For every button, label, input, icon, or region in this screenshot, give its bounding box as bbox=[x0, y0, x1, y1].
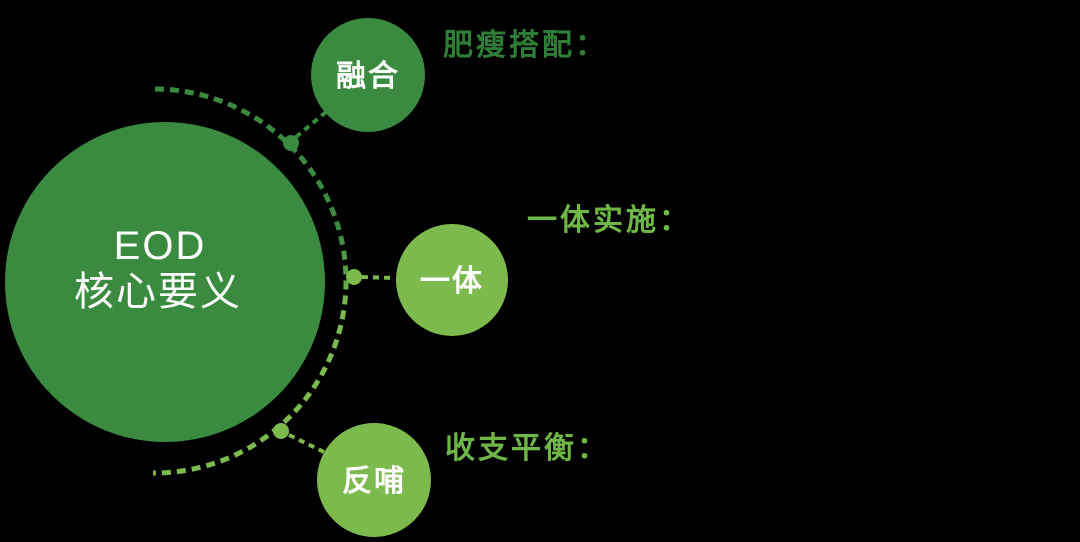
branch-circle-3-label: 反哺 bbox=[342, 465, 406, 498]
side-label-1: 肥瘦搭配： bbox=[443, 28, 608, 62]
branch-circle-2 bbox=[396, 224, 508, 336]
arc-node-dot-3 bbox=[273, 423, 289, 439]
branch-circle-2-label: 一体 bbox=[420, 265, 484, 298]
main-circle-title-line1: EOD bbox=[114, 224, 207, 268]
orbit-arc bbox=[152, 86, 349, 476]
branch-circle-1 bbox=[311, 18, 425, 132]
arc-node-dot-1 bbox=[283, 135, 299, 151]
connector-branch-3 bbox=[288, 433, 325, 454]
branch-circle-3 bbox=[317, 423, 431, 537]
side-label-3: 收支平衡： bbox=[445, 432, 610, 465]
side-label-2: 一体实施： bbox=[527, 203, 692, 237]
branch-circle-1-label: 融合 bbox=[336, 59, 400, 93]
connector-branch-2 bbox=[361, 275, 395, 280]
main-circle-title-line2: 核心要义 bbox=[74, 270, 242, 314]
connector-branch-1 bbox=[294, 110, 328, 139]
arc-node-dot-2 bbox=[346, 269, 362, 285]
main-circle bbox=[5, 122, 325, 442]
